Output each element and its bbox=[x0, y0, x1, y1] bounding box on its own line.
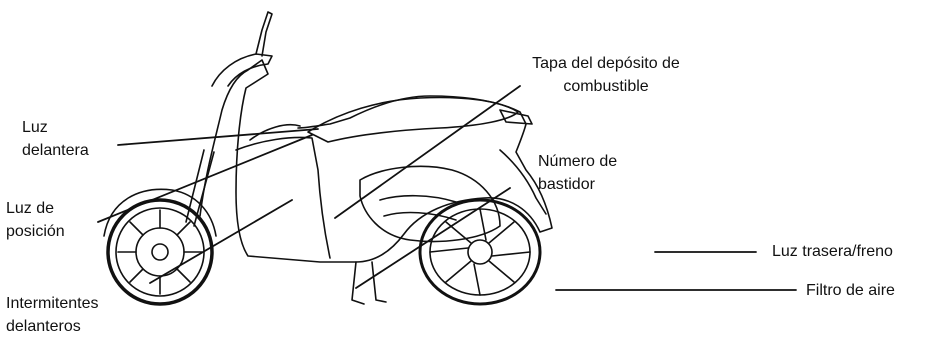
label-luz-trasera: Luz trasera/freno bbox=[772, 243, 893, 260]
label-intermitentes: Intermitentes delanteros bbox=[6, 292, 98, 338]
label-numero-bastidor-line1: Número de bbox=[538, 153, 618, 170]
leader-luz-posicion bbox=[97, 134, 313, 223]
center-stand bbox=[351, 261, 387, 305]
label-luz-delantera: Luz delantera bbox=[22, 116, 89, 162]
label-luz-posicion-line1: Luz de bbox=[6, 200, 55, 217]
label-numero-bastidor: Número de bastidor bbox=[538, 150, 617, 196]
label-intermitentes-line1: Intermitentes bbox=[6, 295, 99, 312]
leader-tapa-deposito bbox=[334, 85, 521, 219]
label-tapa-deposito-line2: combustible bbox=[563, 78, 649, 95]
label-numero-bastidor-line2: bastidor bbox=[538, 176, 595, 193]
handlebar bbox=[211, 53, 273, 87]
label-tapa-deposito: Tapa del depósito de combustible bbox=[500, 52, 712, 98]
leader-numero-bastidor bbox=[355, 187, 511, 289]
engine-block bbox=[359, 165, 501, 243]
leader-intermitentes bbox=[149, 199, 293, 284]
label-luz-posicion: Luz de posición bbox=[6, 197, 65, 243]
label-intermitentes-line2: delanteros bbox=[6, 318, 81, 335]
leg-shield bbox=[235, 136, 331, 259]
label-filtro-aire: Filtro de aire bbox=[806, 282, 895, 299]
label-luz-delantera-line1: Luz bbox=[22, 119, 48, 136]
front-wheel bbox=[103, 188, 217, 306]
seat bbox=[307, 96, 519, 143]
label-luz-posicion-line2: posición bbox=[6, 223, 65, 240]
mirror bbox=[255, 11, 273, 57]
leader-luz-delantera bbox=[117, 128, 319, 146]
rear-fender bbox=[499, 149, 547, 215]
front-fork bbox=[185, 149, 215, 227]
label-luz-delantera-line2: delantera bbox=[22, 142, 89, 159]
tail-light bbox=[499, 109, 533, 125]
rear-wheel bbox=[418, 198, 542, 306]
scooter-body bbox=[199, 59, 553, 263]
label-tapa-deposito-line1: Tapa del depósito de bbox=[532, 55, 680, 72]
